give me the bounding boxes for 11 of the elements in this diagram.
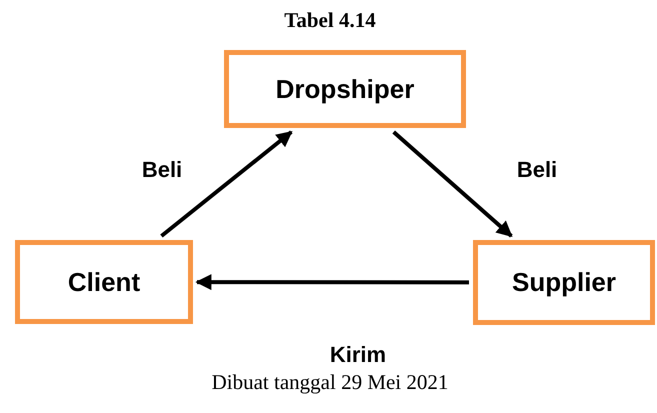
caption: Dibuat tanggal 29 Mei 2021 <box>212 370 448 395</box>
node-label: Client <box>68 266 140 298</box>
process-box <box>15 240 193 324</box>
process-box <box>473 240 655 325</box>
process-box <box>224 50 466 128</box>
arrow <box>160 130 293 238</box>
title: Tabel 4.14 <box>284 8 376 33</box>
arrow <box>392 130 513 238</box>
node-label: Supplier <box>512 267 616 298</box>
arrow <box>195 274 469 290</box>
node-label: Dropshiper <box>276 74 414 104</box>
